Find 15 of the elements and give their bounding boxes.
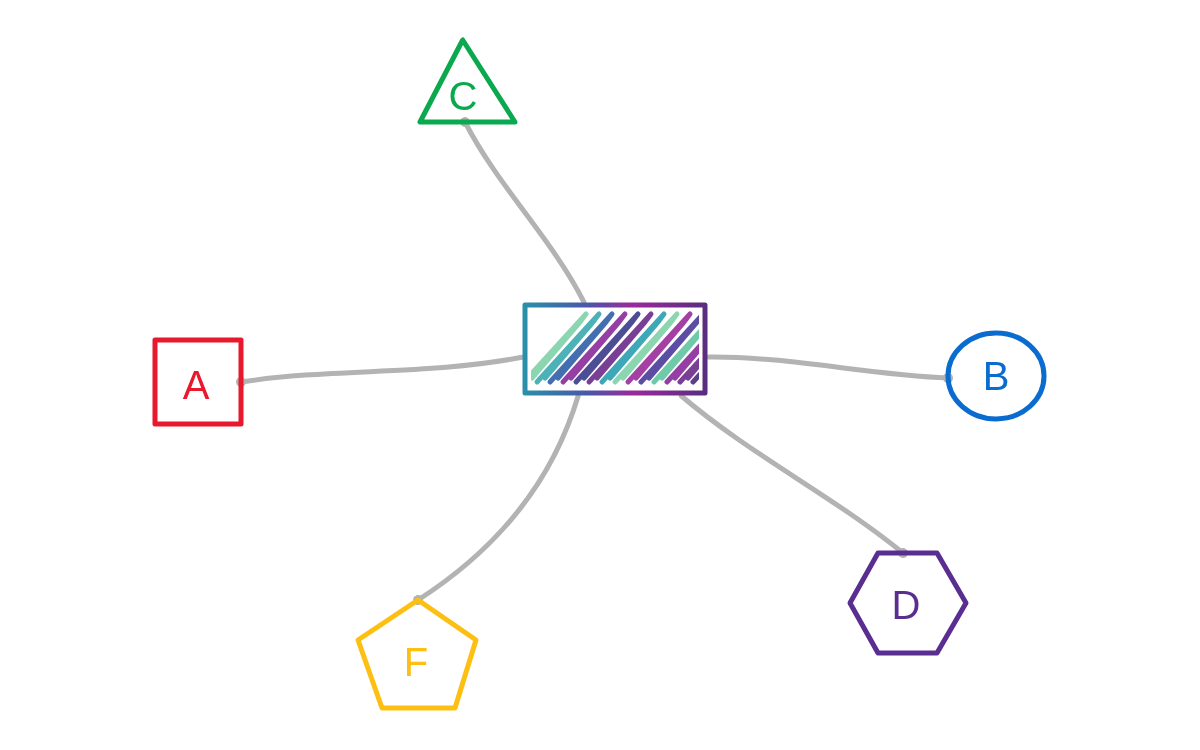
scribbled-box	[522, 302, 708, 396]
node-label: B	[982, 356, 1010, 396]
hexagon-node	[846, 549, 970, 657]
circle-node	[945, 330, 1047, 422]
connector-line	[705, 354, 953, 383]
connector-line	[460, 117, 587, 305]
node-label: C	[448, 76, 478, 116]
connector-line	[236, 354, 525, 387]
pentagon-node	[354, 596, 480, 712]
node-label: D	[891, 585, 921, 625]
node-label: F	[403, 642, 429, 682]
square-node	[152, 337, 244, 427]
connector-line	[678, 393, 908, 558]
node-label: A	[182, 365, 210, 405]
connector-line	[413, 393, 581, 605]
